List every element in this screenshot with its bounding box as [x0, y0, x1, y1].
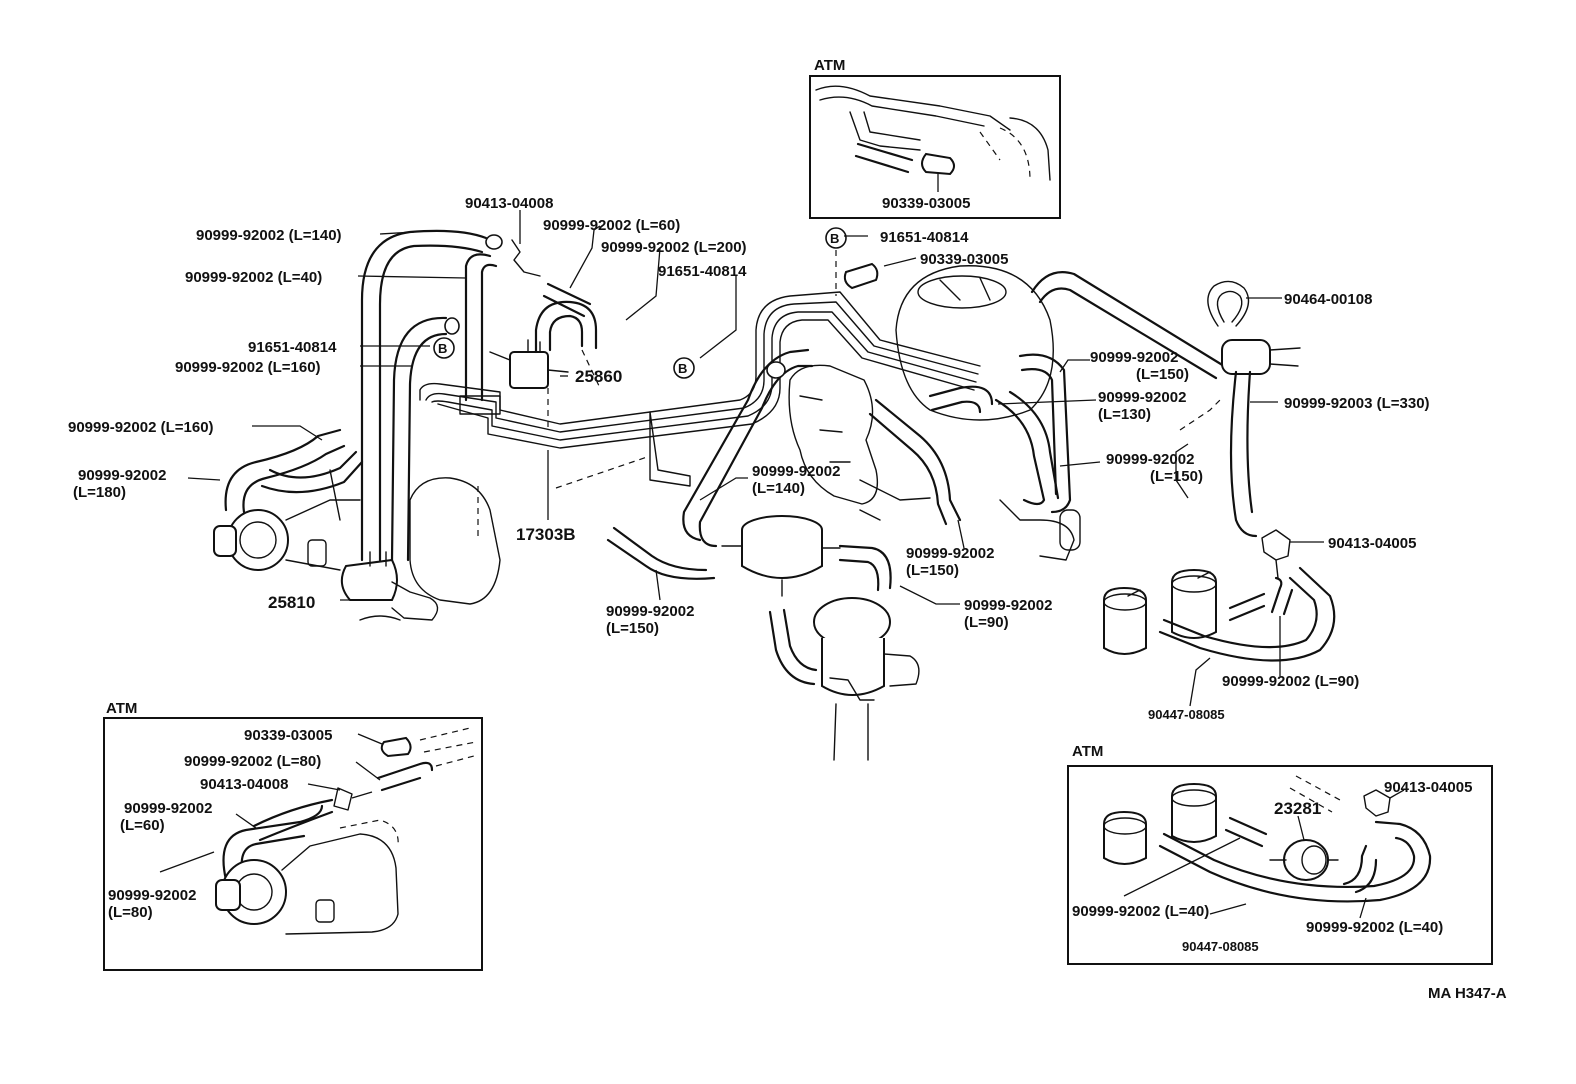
hose-l180 [224, 428, 342, 512]
label-hose-l150-r2-b: (L=150) [1150, 468, 1203, 485]
hose-l150-right2 [994, 398, 1046, 506]
callout-b-right [825, 227, 847, 249]
pipe-08085 [1158, 566, 1336, 662]
svg-text:B: B [438, 341, 447, 356]
atm-right-pipe-label: 90447-08085 [1182, 939, 1259, 954]
atm-inset-top: ATM 90339-03005 [809, 57, 1061, 219]
hose-l140-center [682, 348, 810, 542]
label-pipe-08085: 90447-08085 [1148, 707, 1225, 722]
label-hose-l90-right: 90999-92002 (L=90) [1222, 673, 1359, 690]
canister-right-2 [1171, 568, 1217, 639]
label-hose-l150-bl-b: (L=150) [606, 620, 659, 637]
atm-left-hose80b-a: 90999-92002 [108, 887, 196, 904]
label-hose-l130-a: 90999-92002 [1098, 389, 1186, 406]
label-hose-l150-c-a: 90999-92002 [906, 545, 994, 562]
atm-left-hose60-b: (L=60) [120, 817, 165, 834]
label-vsv-40814-right: 91651-40814 [880, 229, 969, 246]
label-clip-00108: 90464-00108 [1284, 291, 1372, 308]
label-hose-l90-mid-a: 90999-92002 [964, 597, 1052, 614]
label-hose-l140-mid-a: 90999-92002 [752, 463, 840, 480]
atm-left-plug-label: 90339-03005 [244, 727, 332, 744]
main-labels: 90999-92002 (L=140) 90413-04008 90999-92… [68, 195, 1430, 722]
hose-l150-right1 [1018, 353, 1072, 514]
atm-top-title: ATM [814, 57, 845, 74]
hose-l150-center [874, 398, 962, 522]
atm-right-clamp-label: 90413-04005 [1384, 779, 1472, 796]
label-hose-l160-b: 90999-92002 (L=160) [68, 419, 214, 436]
label-part-25810: 25810 [268, 593, 315, 612]
hose-l40 [464, 253, 492, 402]
main-drawing: B B B [213, 227, 1336, 761]
atm-left-hose80-label: 90999-92002 (L=80) [184, 753, 321, 770]
label-vsv-40814-mid: 91651-40814 [658, 263, 747, 280]
label-hose-l160-a: 90999-92002 (L=160) [175, 359, 321, 376]
hose-l60 [534, 300, 598, 354]
atm-right-hose40b-label: 90999-92002 (L=40) [1306, 919, 1443, 936]
hose-l130 [928, 385, 994, 406]
label-hose-l60: 90999-92002 (L=60) [543, 217, 680, 234]
canister-right-1 [1103, 586, 1147, 655]
label-hose-l200: 90999-92002 (L=200) [601, 239, 747, 256]
label-part-25860: 25860 [575, 367, 622, 386]
label-hose-l130-b: (L=130) [1098, 406, 1151, 423]
label-hose-l150-bl-a: 90999-92002 [606, 603, 694, 620]
label-hose-l150-r1-b: (L=150) [1136, 366, 1189, 383]
vsv-25860 [509, 351, 549, 389]
hose-l150-bottom [612, 526, 708, 572]
label-hose-l140-mid-b: (L=140) [752, 480, 805, 497]
callout-b-mid [673, 357, 695, 379]
label-hose-l150-c-b: (L=150) [906, 562, 959, 579]
label-hose-l90-mid-b: (L=90) [964, 614, 1009, 631]
drawing-code: MA H347-A [1428, 985, 1507, 1002]
atm-inset-left: ATM 90339-03005 90999-92002 (L=80) 90413… [103, 700, 483, 971]
label-hose-l150-r1-a: 90999-92002 [1090, 349, 1178, 366]
label-hose-l150-r2-a: 90999-92002 [1106, 451, 1194, 468]
atm-right-hose40a-label: 90999-92002 (L=40) [1072, 903, 1209, 920]
leader-lines [187, 172, 1324, 707]
label-hose-l40: 90999-92002 (L=40) [185, 269, 322, 286]
hose-l330 [1030, 271, 1226, 368]
label-hose-l330: 90999-92003 (L=330) [1284, 395, 1430, 412]
atm-top-plug-label: 90339-03005 [882, 195, 970, 212]
atm-left-hose60-a: 90999-92002 [124, 800, 212, 817]
plug-03005 [843, 262, 879, 290]
atm-left-hose80b-b: (L=80) [108, 904, 153, 921]
hose-l90-mid [838, 544, 892, 590]
hose-l160-a [390, 316, 448, 562]
label-clamp-04005: 90413-04005 [1328, 535, 1416, 552]
atm-inset-right: ATM 90413-04005 23281 90999-92002 (L=40)… [1067, 743, 1493, 965]
atm-left-clamp-label: 90413-04008 [200, 776, 288, 793]
label-hose-l180-b: (L=180) [73, 484, 126, 501]
label-hose-l180-a: 90999-92002 [78, 467, 166, 484]
label-pipe-17303B: 17303B [516, 525, 576, 544]
svg-text:B: B [678, 361, 687, 376]
clip-00108 [1207, 280, 1250, 327]
svg-text:B: B [830, 231, 839, 246]
label-plug-03005: 90339-03005 [920, 251, 1008, 268]
label-vsv-40814-left: 91651-40814 [248, 339, 337, 356]
atm-right-part-label: 23281 [1274, 799, 1321, 818]
label-hose-l140-tl: 90999-92002 (L=140) [196, 227, 342, 244]
atm-right-title: ATM [1072, 743, 1103, 760]
atm-left-title: ATM [106, 700, 137, 717]
callout-b-left [433, 337, 455, 359]
label-clamp-04008: 90413-04008 [465, 195, 553, 212]
air-cleaner [895, 265, 1054, 421]
